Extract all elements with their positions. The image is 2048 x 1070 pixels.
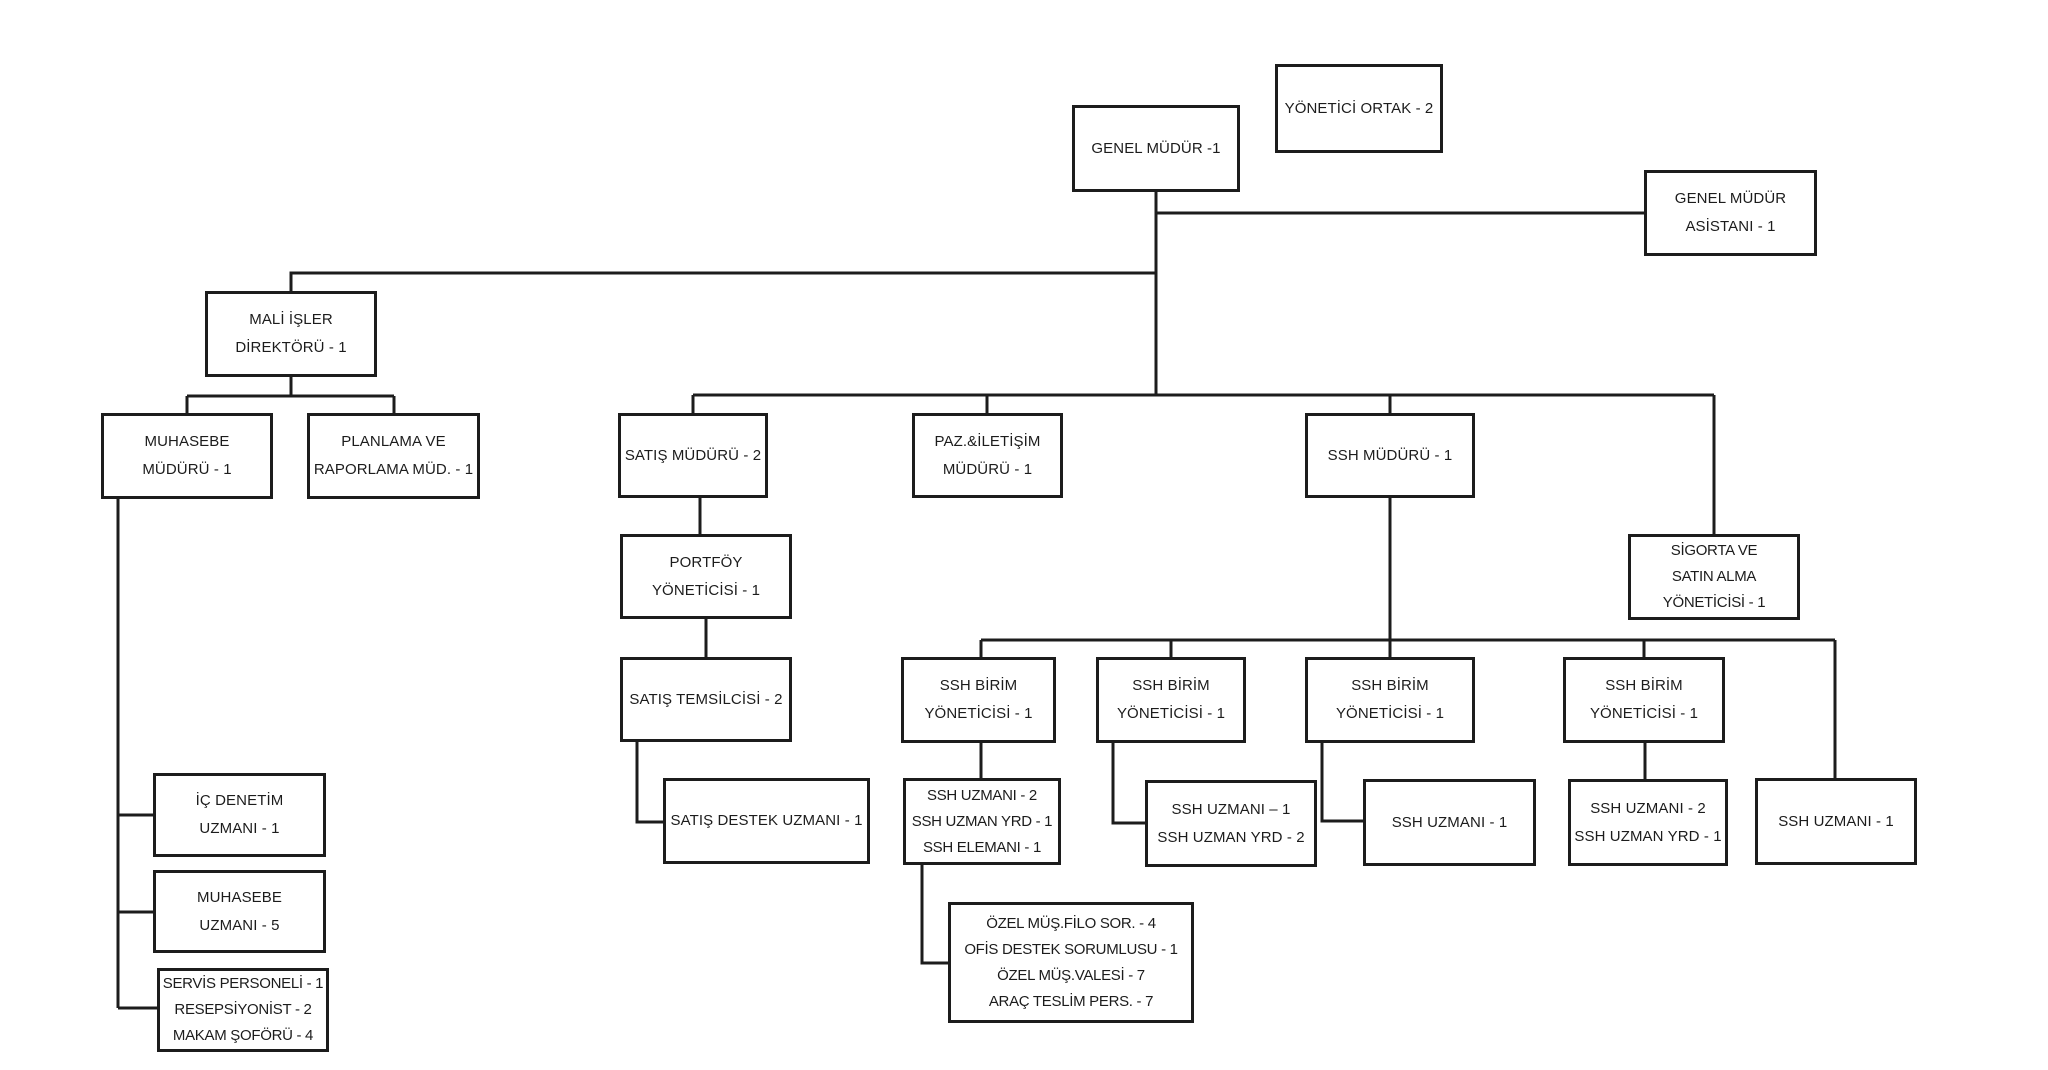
org-box-label: İÇ DENETİM: [195, 792, 284, 809]
org-box-ssh-uzman-grubu-4: SSH UZMANI - 2 SSH UZMAN YRD - 1: [1568, 779, 1728, 866]
org-box-ssh-birim-yoneticisi-4: SSH BİRİM YÖNETİCİSİ - 1: [1563, 657, 1725, 743]
org-box-label: YÖNETİCİ ORTAK - 2: [1284, 99, 1434, 117]
org-box-label: YÖNETİCİSİ - 1: [1116, 705, 1226, 722]
org-box-label: SATIN ALMA: [1671, 568, 1757, 585]
org-box-ozel-musteri-grubu: ÖZEL MÜŞ.FİLO SOR. - 4 OFİS DESTEK SORUML…: [948, 902, 1194, 1023]
org-box-label: UZMANI - 5: [199, 916, 280, 934]
org-box-ssh-uzman-grubu-1: SSH UZMANI - 2 SSH UZMAN YRD - 1 SSH ELEMA…: [903, 778, 1061, 865]
org-box-label: YÖNETİCİSİ - 1: [1335, 705, 1445, 722]
org-box-label: SSH UZMANI – 1: [1171, 800, 1291, 818]
org-box-satis-temsilcisi: SATIŞ TEMSİLCİSİ - 2: [620, 657, 792, 742]
org-box-portfoy-yoneticisi: PORTFÖY YÖNETİCİSİ - 1: [620, 534, 792, 619]
org-box-label: MALİ İŞLER: [249, 311, 333, 328]
connector-birim3-uzman-elbow: [1320, 743, 1363, 823]
org-box-mali-isler-direktoru: MALİ İŞLER DİREKTÖRÜ - 1: [205, 291, 377, 377]
org-box-label: SSH MÜDÜRÜ - 1: [1327, 446, 1453, 464]
org-box-ssh-birim-yoneticisi-2: SSH BİRİM YÖNETİCİSİ - 1: [1096, 657, 1246, 743]
org-box-label: ARAÇ TESLİM PERS. - 7: [988, 992, 1154, 1010]
org-box-ssh-uzmani-5: SSH UZMANI - 1: [1755, 778, 1917, 865]
org-box-label: OFİS DESTEK SORUMLUSU - 1: [964, 940, 1178, 958]
org-box-label: PAZ.&İLETİŞİM: [934, 432, 1041, 450]
org-box-label: SSH BİRİM: [939, 677, 1018, 694]
org-box-label: MÜDÜRÜ - 1: [942, 460, 1033, 478]
org-box-label: SSH UZMANI - 2: [927, 786, 1037, 804]
org-box-label: MÜDÜRÜ - 1: [142, 461, 232, 478]
connector-uzman1-ozel-elbow: [920, 865, 948, 965]
org-box-label: DİREKTÖRÜ - 1: [235, 339, 347, 356]
org-box-label: PLANLAMA VE: [341, 433, 446, 450]
org-box-label: SATIŞ DESTEK UZMANI - 1: [670, 812, 863, 829]
org-box-label: MAKAM ŞOFÖRÜ - 4: [172, 1027, 314, 1044]
connector-temsilci-destek-elbow: [635, 742, 663, 824]
org-box-label: SSH UZMAN YRD - 1: [1574, 827, 1722, 845]
org-box-ssh-uzman-grubu-2: SSH UZMANI – 1 SSH UZMAN YRD - 2: [1145, 780, 1317, 867]
org-box-muhasebe-uzmani: MUHASEBE UZMANI - 5: [153, 870, 326, 953]
org-box-satis-muduru: SATIŞ MÜDÜRÜ - 2: [618, 413, 768, 498]
org-box-sigorta-satin-alma: SİGORTA VE SATIN ALMA YÖNETİCİSİ - 1: [1628, 534, 1800, 620]
org-box-ssh-birim-yoneticisi-1: SSH BİRİM YÖNETİCİSİ - 1: [901, 657, 1056, 743]
org-box-label: SSH BİRİM: [1132, 677, 1210, 694]
org-box-label: SERVİS PERSONELİ - 1: [162, 975, 324, 992]
org-box-label: YÖNETİCİSİ - 1: [1589, 705, 1699, 722]
connector-mali-isler-branch: [289, 271, 1156, 291]
org-box-label: GENEL MÜDÜR -1: [1091, 139, 1221, 157]
org-box-label: PORTFÖY: [669, 553, 743, 571]
org-box-label: SSH BİRİM: [1605, 677, 1683, 694]
connector-birim2-uzman-elbow: [1111, 743, 1145, 825]
org-box-label: YÖNETİCİSİ - 1: [651, 581, 761, 599]
org-box-paz-iletisim-muduru: PAZ.&İLETİŞİM MÜDÜRÜ - 1: [912, 413, 1063, 498]
org-box-genel-mudur: GENEL MÜDÜR -1: [1072, 105, 1240, 192]
org-box-label: ÖZEL MÜŞ.FİLO SOR. - 4: [986, 914, 1156, 932]
org-box-label: SSH UZMANI - 1: [1778, 812, 1894, 830]
org-box-yonetici-ortak: YÖNETİCİ ORTAK - 2: [1275, 64, 1443, 153]
org-box-label: SATIŞ MÜDÜRÜ - 2: [624, 446, 762, 464]
org-box-label: SSH UZMAN YRD - 1: [911, 812, 1053, 830]
org-box-ssh-birim-yoneticisi-3: SSH BİRİM YÖNETİCİSİ - 1: [1305, 657, 1475, 743]
org-box-label: ÖZEL MÜŞ.VALESİ - 7: [997, 966, 1145, 984]
org-box-label: SSH UZMANI - 1: [1391, 813, 1508, 831]
org-box-label: GENEL MÜDÜR: [1674, 190, 1787, 207]
org-box-ssh-uzmani-3: SSH UZMANI - 1: [1363, 779, 1536, 866]
org-box-ic-denetim-uzmani: İÇ DENETİM UZMANI - 1: [153, 773, 326, 857]
org-box-label: ASİSTANI - 1: [1685, 218, 1776, 235]
org-box-ssh-muduru: SSH MÜDÜRÜ - 1: [1305, 413, 1475, 498]
org-box-label: SSH BİRİM: [1351, 677, 1429, 694]
org-box-label: SSH UZMANI - 2: [1590, 799, 1706, 817]
org-box-label: YÖNETİCİSİ - 1: [1662, 594, 1766, 611]
org-box-servis-grubu: SERVİS PERSONELİ - 1 RESEPSİYONİST - 2 MAK…: [157, 968, 329, 1052]
org-box-label: SSH UZMAN YRD - 2: [1157, 828, 1305, 846]
org-box-label: MUHASEBE: [144, 433, 230, 450]
org-box-label: RESEPSİYONİST - 2: [174, 1001, 312, 1018]
org-box-label: YÖNETİCİSİ - 1: [924, 705, 1033, 722]
org-box-label: MUHASEBE: [197, 888, 282, 906]
org-box-genel-mudur-asistani: GENEL MÜDÜR ASİSTANI - 1: [1644, 170, 1817, 256]
org-box-label: SSH ELEMANI - 1: [922, 838, 1042, 856]
org-box-muhasebe-muduru: MUHASEBE MÜDÜRÜ - 1: [101, 413, 273, 499]
org-box-label: UZMANI - 1: [199, 820, 280, 837]
org-box-label: SATIŞ TEMSİLCİSİ - 2: [629, 690, 783, 708]
org-box-satis-destek-uzmani: SATIŞ DESTEK UZMANI - 1: [663, 778, 870, 864]
org-box-label: RAPORLAMA MÜD. - 1: [313, 461, 474, 478]
org-box-planlama-raporlama-mudu: PLANLAMA VE RAPORLAMA MÜD. - 1: [307, 413, 480, 499]
org-box-label: SİGORTA VE: [1670, 542, 1758, 559]
